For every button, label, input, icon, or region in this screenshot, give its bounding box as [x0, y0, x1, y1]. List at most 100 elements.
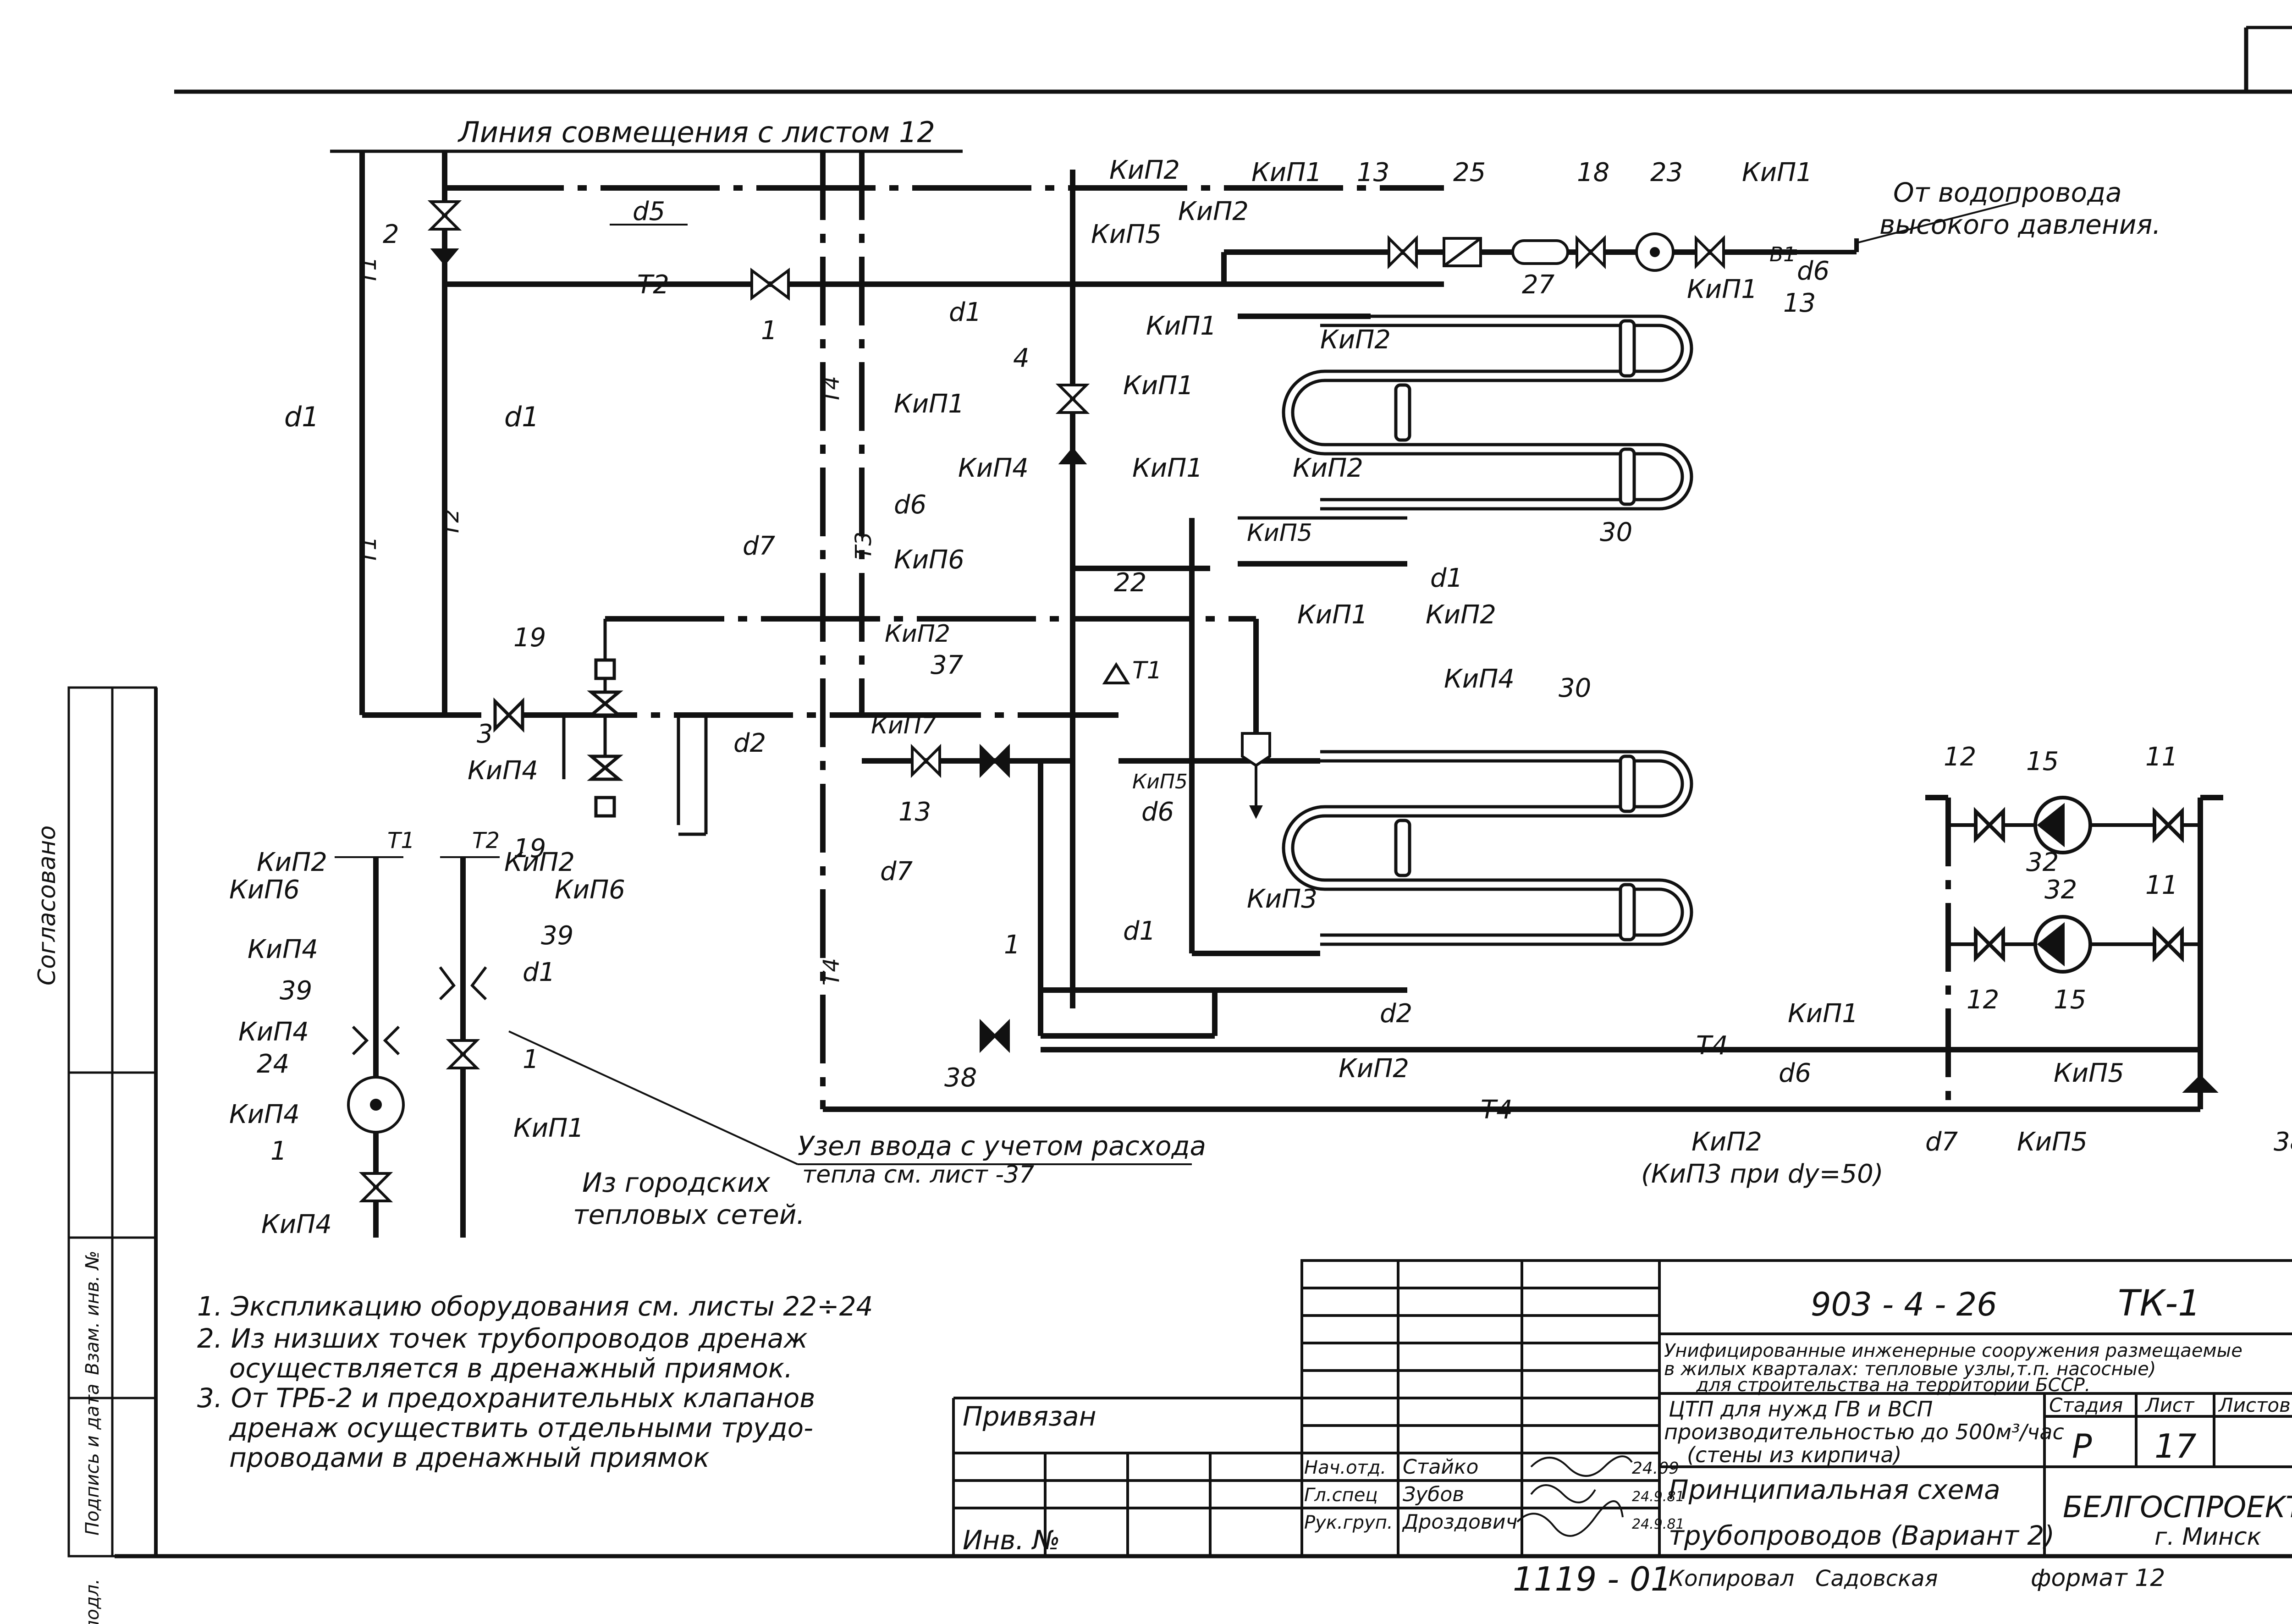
valve-assembly-19 [493, 619, 708, 836]
item-38-b: 38 [2274, 1127, 2292, 1157]
kip4-left-b: КиП4 [238, 1017, 309, 1047]
item-1-left: 1 [270, 1136, 287, 1166]
heat-exchanger-upper [1238, 314, 1693, 520]
tb-date-2: 24.9.81 [1632, 1489, 1685, 1505]
label-d2-low: d2 [1380, 999, 1412, 1029]
note-3b: дренаж осуществить отдельными трудо- [229, 1412, 813, 1443]
tb-object-1: ЦТП для нужд ГВ и ВСП [1669, 1397, 1933, 1421]
kip2-a: КиП2 [1109, 155, 1180, 185]
kip1-right: КиП1 [513, 1113, 584, 1143]
item-19-b: 19 [513, 834, 546, 864]
tb-copy-number: 1119 - 01 [1513, 1560, 1672, 1598]
stamp-inv-orig: Инв. № подл. [82, 1579, 103, 1624]
item-38-a: 38 [944, 1063, 977, 1093]
kip2-t4-note: (КиП3 при dy=50) [1641, 1159, 1884, 1189]
kip3: КиП3 [1247, 884, 1317, 914]
tb-name-1: Стайко [1403, 1455, 1478, 1479]
kip1-t4: КиП1 [1788, 999, 1858, 1029]
label-d1-d: d1 [1430, 563, 1463, 593]
kip2-c: КиП2 [1320, 325, 1391, 355]
tb-sheet-code: ТК-1 [2118, 1283, 2201, 1324]
tb-bound: Привязан [963, 1401, 1096, 1432]
kip1-c: КиП1 [1123, 371, 1194, 401]
tb-drawing-title-1: Принципиальная схема [1669, 1474, 2000, 1505]
item-32-b: 32 [2044, 875, 2077, 905]
stamp-signed: Подпись и дата [82, 1384, 103, 1536]
item-15-a: 15 [2026, 747, 2059, 776]
tb-project-2: в жилых кварталах: тепловые узлы,т.п. на… [1664, 1359, 2156, 1380]
kip2-f: КиП2 [885, 620, 950, 648]
kip1-inlet: КиП1 [1742, 158, 1813, 187]
item-1-right: 1 [523, 1045, 539, 1074]
item-1-mid: 1 [1004, 930, 1020, 960]
valve-2 [427, 200, 462, 266]
item-30-lower: 30 [1559, 673, 1591, 703]
label-d7-a: d7 [743, 531, 776, 561]
label-d6-inlet: d6 [1797, 256, 1829, 286]
signature-marks [1516, 1455, 1633, 1537]
kip4-b: КиП4 [1444, 664, 1515, 694]
inlet-node-1: Узел ввода с учетом расхода [798, 1130, 1206, 1162]
item-23: 23 [1650, 158, 1683, 187]
tb-role-1: Нач.отд. [1304, 1457, 1386, 1478]
tb-role-2: Гл.спец [1304, 1485, 1378, 1506]
label-d6-a: d6 [894, 490, 926, 520]
side-stamp [67, 686, 157, 1558]
stamp-replaced: Взам. инв. № [82, 1250, 103, 1375]
note-2: 2. Из низших точек трубопроводов дренаж [197, 1323, 808, 1354]
item-11-a: 11 [2145, 742, 2178, 772]
item-37: 37 [931, 650, 964, 680]
tb-date-1: 24.09 [1632, 1459, 1679, 1478]
tb-stage-label: Стадия [2049, 1394, 2123, 1416]
label-t2-top: Т2 [637, 270, 669, 300]
tb-sheet: 17 [2154, 1427, 2197, 1465]
inlet-node-2: тепла см. лист -37 [802, 1161, 1034, 1189]
note-2b: осуществляется в дренажный приямок. [229, 1353, 793, 1384]
label-d5: d5 [633, 197, 665, 226]
kip4-left-a: КиП4 [248, 935, 318, 964]
kip1-a: КиП1 [1251, 158, 1322, 187]
kip2-d: КиП2 [1293, 453, 1363, 483]
kip4-mid: КиП4 [468, 756, 538, 786]
label-t4-a: Т4 [1696, 1031, 1728, 1061]
label-d6-b: d6 [1141, 797, 1174, 827]
item-13-c: 13 [898, 797, 931, 827]
tb-project-1: Унифицированные инженерные сооружения ра… [1664, 1340, 2242, 1361]
valve-1-top [750, 268, 790, 301]
item-4: 4 [1013, 343, 1030, 373]
middle-lines [362, 518, 1407, 1039]
tb-name-2: Зубов [1403, 1483, 1464, 1506]
label-d7-b: d7 [880, 857, 913, 886]
kip1-f: КиП1 [1297, 600, 1368, 630]
label-t2-a: Т2 [438, 509, 464, 536]
item-39-a: 39 [280, 976, 312, 1006]
note-3: 3. От ТРБ-2 и предохранительных клапанов [197, 1382, 815, 1414]
kip4-a: КиП4 [958, 453, 1029, 483]
tb-sheets-label: Листов [2218, 1394, 2291, 1416]
label-d6-low: d6 [1779, 1058, 1811, 1088]
label-t4-b: Т4 [1481, 1095, 1513, 1125]
label-b1: В1 [1769, 243, 1796, 266]
label-t2-low: Т2 [472, 828, 500, 853]
item-11-b: 11 [2145, 870, 2178, 900]
kip1-inlet-b: КиП1 [1687, 275, 1758, 304]
item-30-upper: 30 [1600, 517, 1632, 547]
item-27: 27 [1522, 270, 1555, 300]
city-nets-1: Из городских [582, 1167, 771, 1198]
kip2-right: КиП2 [504, 848, 575, 877]
main-risers [359, 151, 1075, 1109]
kip2-t4: КиП2 [1691, 1127, 1762, 1157]
city-nets-2: тепловых сетей. [573, 1199, 805, 1230]
item-25: 25 [1453, 158, 1486, 187]
kip7: КиП7 [871, 712, 937, 739]
inlet-devices [347, 966, 487, 1202]
kip2-g: КиП2 [1339, 1054, 1409, 1084]
note-1: 1. Экспликацию оборудования см. листы 22… [197, 1291, 873, 1322]
item-24: 24 [257, 1049, 289, 1079]
note-3c: проводами в дренажный приямок [229, 1442, 710, 1473]
label-t4-d: Т4 [819, 958, 844, 985]
item-32-a: 32 [2026, 848, 2059, 877]
tb-sheet-label: Лист [2144, 1394, 2195, 1416]
tb-format: формат 12 [2031, 1564, 2165, 1592]
label-d1-low: d1 [523, 958, 555, 987]
